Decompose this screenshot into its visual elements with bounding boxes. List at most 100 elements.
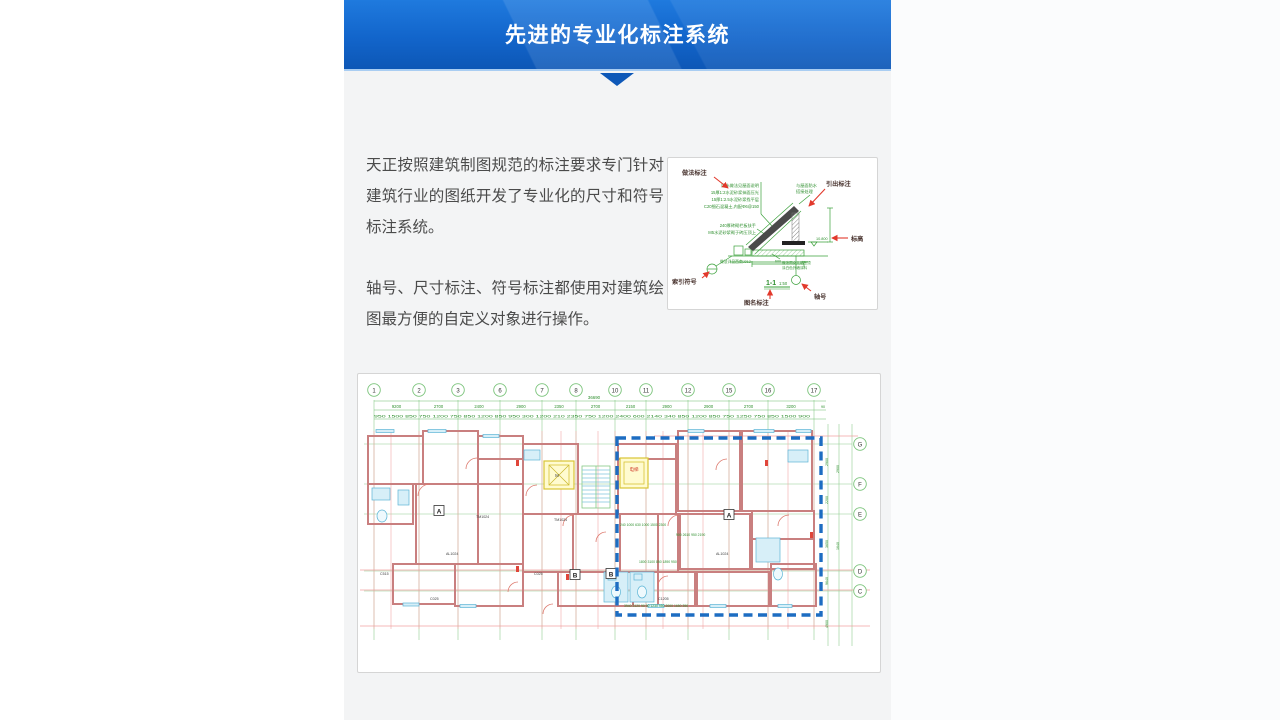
elevators: 电梯 M (543, 457, 649, 490)
axis-letter: G (858, 442, 863, 448)
detail-roof-band (748, 206, 799, 251)
axis-bubble (608, 383, 622, 397)
fixtures (371, 429, 812, 608)
axis-dim: 2900 (704, 404, 714, 409)
axis-bubble (639, 383, 653, 397)
axis-dim: 2700 (591, 404, 601, 409)
selection-dashed-box (615, 436, 823, 617)
axis-dim: 2150 (626, 404, 636, 409)
axis-bubble (853, 564, 867, 578)
svg-text:与屋面防水: 与屋面防水 (796, 182, 818, 189)
detail-drawing: 防水做法见屋面说明 15厚1:2水泥砂浆抹面压光 15厚1:2.5水泥砂浆找平层… (672, 169, 863, 307)
callout-labels: 做法标注 引出标注 标高 索引符号 图名标注 轴号 (672, 169, 863, 307)
svg-text:电梯: 电梯 (630, 466, 639, 473)
axis-number: 16 (765, 388, 772, 394)
svg-text:1:50: 1:50 (779, 281, 788, 286)
axis-bubble (493, 383, 507, 397)
axis-number: 12 (685, 388, 692, 394)
part-tag: AL1024 (716, 552, 728, 556)
axis-number: 3 (456, 388, 460, 394)
axis-dim: 2700 (744, 404, 754, 409)
room-label: B (573, 573, 578, 580)
axis-dim: 2900 (662, 404, 672, 409)
callout-arrows (701, 176, 848, 299)
axis-bubble (761, 383, 775, 397)
detail-hatched-column (791, 212, 800, 244)
svg-text:图名标注: 图名标注 (744, 299, 770, 307)
axis-bubble (412, 383, 426, 397)
banner-shine-right (344, 0, 891, 69)
part-tag: TM1024 (476, 515, 489, 519)
svg-text:标高: 标高 (850, 235, 863, 243)
svg-text:240厚砖砌栏板扶手: 240厚砖砌栏板扶手 (720, 222, 756, 229)
part-tag: AL1024 (446, 552, 458, 556)
walls (367, 430, 817, 607)
svg-text:1-1: 1-1 (766, 280, 776, 287)
axis-bubble (451, 383, 465, 397)
part-tag: TM1024 (554, 518, 567, 522)
right-dim: 2900 (836, 465, 840, 473)
svg-text:C20细石混凝土,内配Φ6@150: C20细石混凝土,内配Φ6@150 (704, 203, 760, 210)
door-arcs (417, 457, 790, 615)
header-banner: 先进的专业化标注系统 (344, 0, 891, 71)
right-dim: 3650 (825, 540, 829, 548)
banner-notch (600, 73, 634, 86)
page-title: 先进的专业化标注系统 (505, 24, 730, 47)
svg-text:15厚1:2.5水泥砂浆找平层: 15厚1:2.5水泥砂浆找平层 (712, 196, 759, 203)
inner-dim: 900 2610 950 2190 (676, 533, 705, 537)
svg-text:引出标注: 引出标注 (826, 180, 852, 188)
svg-text:涂白色外墙涂料: 涂白色外墙涂料 (782, 265, 808, 270)
svg-text:轴号: 轴号 (814, 293, 826, 301)
axis-number: 15 (726, 388, 733, 394)
detail-spec-notes: 防水做法见屋面说明 15厚1:2水泥砂浆抹面压光 15厚1:2.5水泥砂浆找平层… (704, 182, 828, 287)
axis-bubble (853, 507, 867, 521)
axis-letter: E (858, 512, 862, 518)
axis-dim: 2700 (434, 404, 444, 409)
small-dims-row: 950 1500 850 750 1200 750 850 1200 850 9… (374, 414, 810, 418)
axis-dim: 2900 (516, 404, 526, 409)
svg-text:M: M (555, 473, 559, 478)
axis-letter: D (858, 569, 863, 575)
banner-shine-left (344, 0, 891, 69)
axis-dim: 9200 (392, 404, 402, 409)
axis-bubble (853, 584, 867, 598)
red-marks (516, 460, 813, 580)
intro-paragraph-2: 轴号、尺寸标注、符号标注都使用对建筑绘图最方便的自定义对象进行操作。 (366, 280, 664, 328)
room-label: B (609, 572, 614, 579)
room-label-box (569, 569, 581, 580)
axis-bubble (722, 383, 736, 397)
overall-dim: 36690 (588, 395, 601, 400)
svg-text:做法标注: 做法标注 (681, 169, 708, 177)
axis-number: 6 (498, 388, 502, 394)
axis-bubble (535, 383, 549, 397)
right-dim: 2200 (825, 496, 829, 504)
floorplan-drawing: 电梯 M 36690920027002400290023502700215029… (360, 383, 870, 646)
part-tag: C025 (534, 572, 543, 576)
axis-number: 10 (612, 388, 619, 394)
axis-bubble (853, 437, 867, 451)
axis-letter: C (858, 589, 863, 595)
right-dim: 4900 (825, 620, 829, 628)
axis-bubble (807, 383, 821, 397)
axis-dim: 2400 (474, 404, 484, 409)
part-tag: C025 (430, 597, 439, 601)
intro-text: 天正按照建筑制图规范的标注要求专门针对建筑行业的图纸开发了专业化的尺寸和符号标注… (366, 150, 664, 335)
room-label-box (723, 509, 735, 520)
inner-dim: 1800 3100 850 1890 950 (639, 560, 677, 564)
right-dim: 1640 (836, 542, 840, 550)
axis-number: 17 (811, 388, 818, 394)
axis-bubble (681, 383, 695, 397)
axis-letter: F (858, 482, 862, 488)
part-tag: C1205 (658, 597, 669, 601)
svg-text:防水做法见屋面说明: 防水做法见屋面说明 (721, 182, 759, 189)
axis-dim: 3200 (786, 404, 796, 409)
right-dim: 9640 (825, 577, 829, 585)
axis-bubble (853, 477, 867, 491)
svg-text:15厚1:2水泥砂浆抹面压光: 15厚1:2水泥砂浆抹面压光 (711, 189, 759, 196)
detail-black-bar (782, 241, 805, 245)
